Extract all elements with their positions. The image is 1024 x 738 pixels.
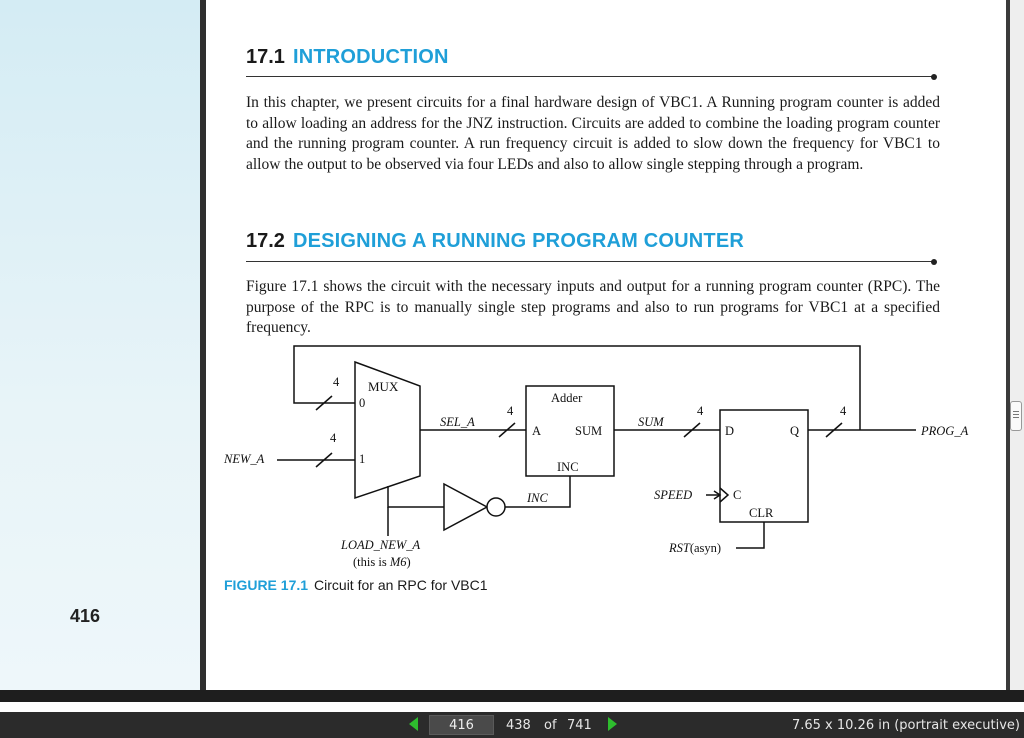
bus-width-prog: 4 (840, 404, 847, 418)
figure-label: FIGURE 17.1 (224, 577, 309, 593)
ff-c-port: C (733, 488, 741, 502)
mux-input-0: 0 (359, 396, 365, 410)
inc-signal-label: INC (526, 491, 549, 505)
margin-separator (200, 0, 206, 690)
adder-sum-port: SUM (575, 424, 602, 438)
page-right-edge (1006, 0, 1010, 690)
page-label: 438 (506, 718, 531, 733)
ff-q-port: Q (790, 424, 799, 438)
section-rule (246, 73, 937, 80)
ff-d-port: D (725, 424, 734, 438)
load-note-suffix: ) (406, 555, 410, 569)
load-note: (this is M6) (353, 555, 411, 569)
page-margin-panel: 416 (0, 0, 200, 690)
vertical-scrollbar[interactable] (1010, 0, 1024, 690)
mux-input-1: 1 (359, 452, 365, 466)
bus-width-sum: 4 (697, 404, 704, 418)
rst-name: RST (668, 541, 691, 555)
load-note-m: M6 (389, 555, 407, 569)
document-page: 17.1 INTRODUCTION In this chapter, we pre… (206, 0, 1006, 690)
page-size-label: 7.65 x 10.26 in (portrait executive) (791, 718, 1020, 733)
section-heading-rpc: 17.2 DESIGNING A RUNNING PROGRAM COUNTER (246, 230, 744, 253)
adder-input-a: A (532, 424, 541, 438)
page-gap (0, 690, 1024, 702)
sel-a-label: SEL_A (440, 415, 475, 429)
page-number-input[interactable] (429, 715, 494, 735)
adder-inc-port: INC (557, 460, 579, 474)
section-number: 17.2 (246, 230, 285, 252)
page-of-label: of (544, 718, 557, 733)
rst-async: (asyn) (690, 541, 721, 555)
section-number: 17.1 (246, 46, 285, 68)
prog-a-label: PROG_A (920, 424, 969, 438)
section-title: DESIGNING A RUNNING PROGRAM COUNTER (292, 230, 745, 252)
load-new-a-label: LOAD_NEW_A (340, 538, 421, 552)
section-rule (246, 258, 937, 265)
section-title: INTRODUCTION (292, 46, 449, 68)
rpc-circuit-diagram: 4 4 4 4 4 MUX 0 1 NEW_A SEL_A Adder A SU… (223, 345, 969, 569)
load-note-prefix: (this is (353, 555, 390, 569)
page-number: 416 (70, 606, 101, 626)
next-page-icon[interactable] (608, 717, 617, 731)
figure-caption-text: Circuit for an RPC for VBC1 (314, 577, 488, 593)
page-total: 741 (567, 718, 592, 733)
intro-paragraph: In this chapter, we present circuits for… (246, 94, 940, 173)
scrollbar-thumb[interactable] (1010, 401, 1022, 431)
bottom-toolbar: 438 of 741 7.65 x 10.26 in (portrait exe… (0, 712, 1024, 738)
rpc-paragraph: Figure 17.1 shows the circuit with the n… (246, 278, 940, 336)
next-page-strip (0, 702, 1024, 712)
section-heading-intro: 17.1 INTRODUCTION (246, 46, 449, 69)
speed-label: SPEED (654, 488, 692, 502)
new-a-label: NEW_A (223, 452, 265, 466)
ff-clr-port: CLR (749, 506, 774, 520)
sum-signal-label: SUM (638, 415, 664, 429)
adder-label: Adder (551, 391, 583, 405)
bus-width-feedback: 4 (333, 375, 340, 389)
prev-page-icon[interactable] (409, 717, 418, 731)
bus-width-new: 4 (330, 431, 337, 445)
bus-width-sel: 4 (507, 404, 514, 418)
figure-caption: FIGURE 17.1 Circuit for an RPC for VBC1 (224, 577, 488, 593)
mux-label: MUX (368, 379, 399, 394)
rst-label: RST(asyn) (668, 541, 721, 555)
